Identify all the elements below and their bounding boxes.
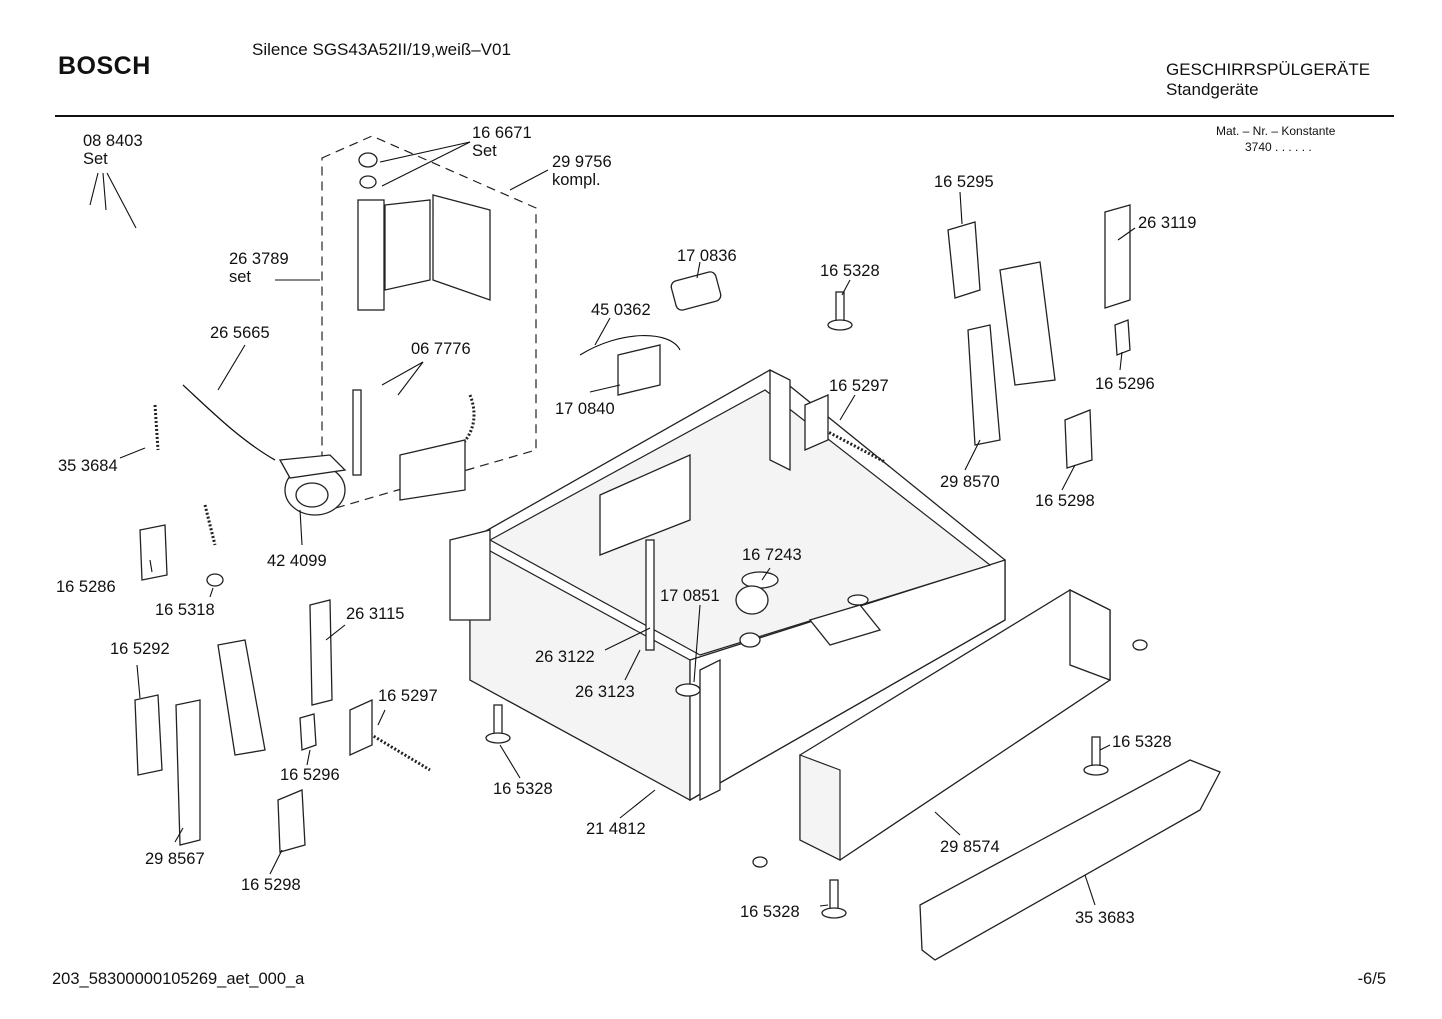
bracket-298567-plate <box>217 639 266 756</box>
part-label: 45 0362 <box>591 301 651 319</box>
heater-assembly <box>352 152 491 501</box>
drain-hose <box>182 384 276 461</box>
part-number: 08 8403 <box>83 132 143 150</box>
part-number: 16 6671 <box>472 124 532 142</box>
part-label: 16 5292 <box>110 640 170 658</box>
part-label: 16 5318 <box>155 601 215 619</box>
model-title: Silence SGS43A52II/19,weiß–V01 <box>252 40 511 59</box>
part-label: 17 0851 <box>660 587 720 605</box>
switch-165298-right <box>1064 409 1093 469</box>
kick-panel <box>799 588 1111 861</box>
document-id: 203_58300000105269_aet_000_a <box>52 970 305 988</box>
leader-lines <box>89 141 1136 907</box>
part-label: 16 5295 <box>934 173 994 191</box>
page-number: -6/5 <box>1357 970 1386 988</box>
part-label: 42 4099 <box>267 552 327 570</box>
wire-harness-socket <box>617 344 661 396</box>
part-label: 16 5296 <box>280 766 340 784</box>
screw-bottom <box>821 879 847 919</box>
bracket-263119 <box>1104 204 1131 309</box>
bracket-263115 <box>309 599 333 706</box>
small-screw-right <box>1132 639 1148 651</box>
part-label: 16 5328 <box>493 780 553 798</box>
category-title: GESCHIRRSPÜLGERÄTE <box>1166 60 1371 79</box>
part-label: 26 3123 <box>575 683 635 701</box>
part-label: 16 5328 <box>740 903 800 921</box>
constant-value: 3740 . . . . . . <box>1245 140 1312 154</box>
part-number: 29 9756 <box>552 153 612 171</box>
clip-165286 <box>139 524 168 581</box>
bracket-298570 <box>967 324 1001 446</box>
part-label: 26 5665 <box>210 324 270 342</box>
part-label: 26 3122 <box>535 648 595 666</box>
part-note: Set <box>83 150 108 168</box>
part-label: 16 5328 <box>1112 733 1172 751</box>
part-note: kompl. <box>552 171 601 189</box>
corrugated-hose-right <box>203 504 217 546</box>
assembly-boundary <box>321 135 537 513</box>
screw-top <box>827 291 853 331</box>
clip-165296-left <box>299 713 317 751</box>
base-tub <box>449 368 1006 802</box>
part-label: 35 3684 <box>58 457 118 475</box>
part-label: 16 7243 <box>742 546 802 564</box>
clip-165296-right <box>1114 319 1131 356</box>
bracket-263119-plate <box>999 261 1056 386</box>
part-label: 16 5297 <box>378 687 438 705</box>
category-subtitle: Standgeräte <box>1166 80 1259 99</box>
drain-pump <box>278 454 347 516</box>
small-screw-bottom <box>752 856 768 868</box>
bracket-165292 <box>134 694 163 776</box>
corrugated-hose-left <box>153 404 160 451</box>
part-label: 21 4812 <box>586 820 646 838</box>
constant-label: Mat. – Nr. – Konstante <box>1216 124 1336 138</box>
part-label: 17 0840 <box>555 400 615 418</box>
part-label: 16 5297 <box>829 377 889 395</box>
part-label: 29 8567 <box>145 850 205 868</box>
part-label: 16 5296 <box>1095 375 1155 393</box>
hose-clamp <box>206 573 224 587</box>
connector-block <box>670 271 722 311</box>
part-label: 29 8574 <box>940 838 1000 856</box>
part-number: 26 3789 <box>229 250 289 268</box>
part-label: 17 0836 <box>677 247 737 265</box>
screw-mid-left <box>485 704 511 744</box>
header-divider <box>55 115 1394 117</box>
brand-logo: BOSCH <box>58 52 151 80</box>
bracket-165295 <box>947 221 981 299</box>
part-label: 16 5328 <box>820 262 880 280</box>
part-label: 16 5298 <box>241 876 301 894</box>
part-label: 29 8570 <box>940 473 1000 491</box>
bracket-298567 <box>175 699 201 846</box>
part-note: set <box>229 268 252 286</box>
switch-165298-left <box>277 789 306 853</box>
screw-right <box>1083 736 1109 776</box>
part-label: 35 3683 <box>1075 909 1135 927</box>
part-label: 26 3115 <box>346 605 405 623</box>
part-note: Set <box>472 142 497 160</box>
part-label: 06 7776 <box>411 340 471 358</box>
part-label: 26 3119 <box>1138 214 1197 232</box>
base-trim <box>919 759 1221 961</box>
part-label: 16 5298 <box>1035 492 1095 510</box>
part-label: 16 5286 <box>56 578 116 596</box>
